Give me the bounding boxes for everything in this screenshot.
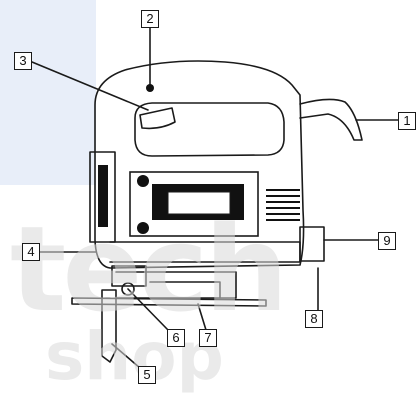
callout-8: 8 bbox=[305, 310, 323, 328]
callout-5: 5 bbox=[138, 366, 156, 384]
watermark-primary: tech bbox=[10, 200, 288, 338]
background-panel bbox=[0, 0, 96, 185]
switch-grille-window bbox=[167, 191, 231, 215]
callout-9: 9 bbox=[378, 232, 396, 250]
switch-screw-left-top bbox=[137, 175, 149, 187]
leader-5 bbox=[111, 343, 141, 369]
front-panel-slot bbox=[98, 165, 108, 227]
leader-6 bbox=[127, 288, 169, 331]
callout-6: 6 bbox=[167, 329, 185, 347]
front-panel bbox=[89, 151, 116, 243]
roller bbox=[121, 282, 135, 296]
dust-port bbox=[299, 226, 325, 262]
callout-2: 2 bbox=[141, 10, 159, 28]
tool-body-outline bbox=[94, 60, 305, 269]
leader-3 bbox=[31, 61, 149, 111]
cord-guard bbox=[299, 98, 363, 141]
base-plate bbox=[71, 297, 267, 307]
callout-1: 1 bbox=[398, 112, 416, 130]
shoe-inner bbox=[149, 281, 221, 299]
handle-opening bbox=[134, 102, 285, 157]
trigger bbox=[139, 107, 176, 130]
callout-4: 4 bbox=[22, 243, 40, 261]
switch-screw-left-bottom bbox=[137, 222, 149, 234]
callout-3: 3 bbox=[14, 52, 32, 70]
blade bbox=[101, 289, 117, 363]
top-screw bbox=[146, 84, 154, 92]
callout-7: 7 bbox=[199, 329, 217, 347]
leader-7 bbox=[197, 303, 207, 331]
blade-guard bbox=[111, 265, 147, 287]
shoe bbox=[115, 271, 237, 299]
vents bbox=[266, 189, 300, 221]
watermark-secondary: shop bbox=[45, 318, 224, 395]
switch-plate bbox=[129, 171, 259, 237]
